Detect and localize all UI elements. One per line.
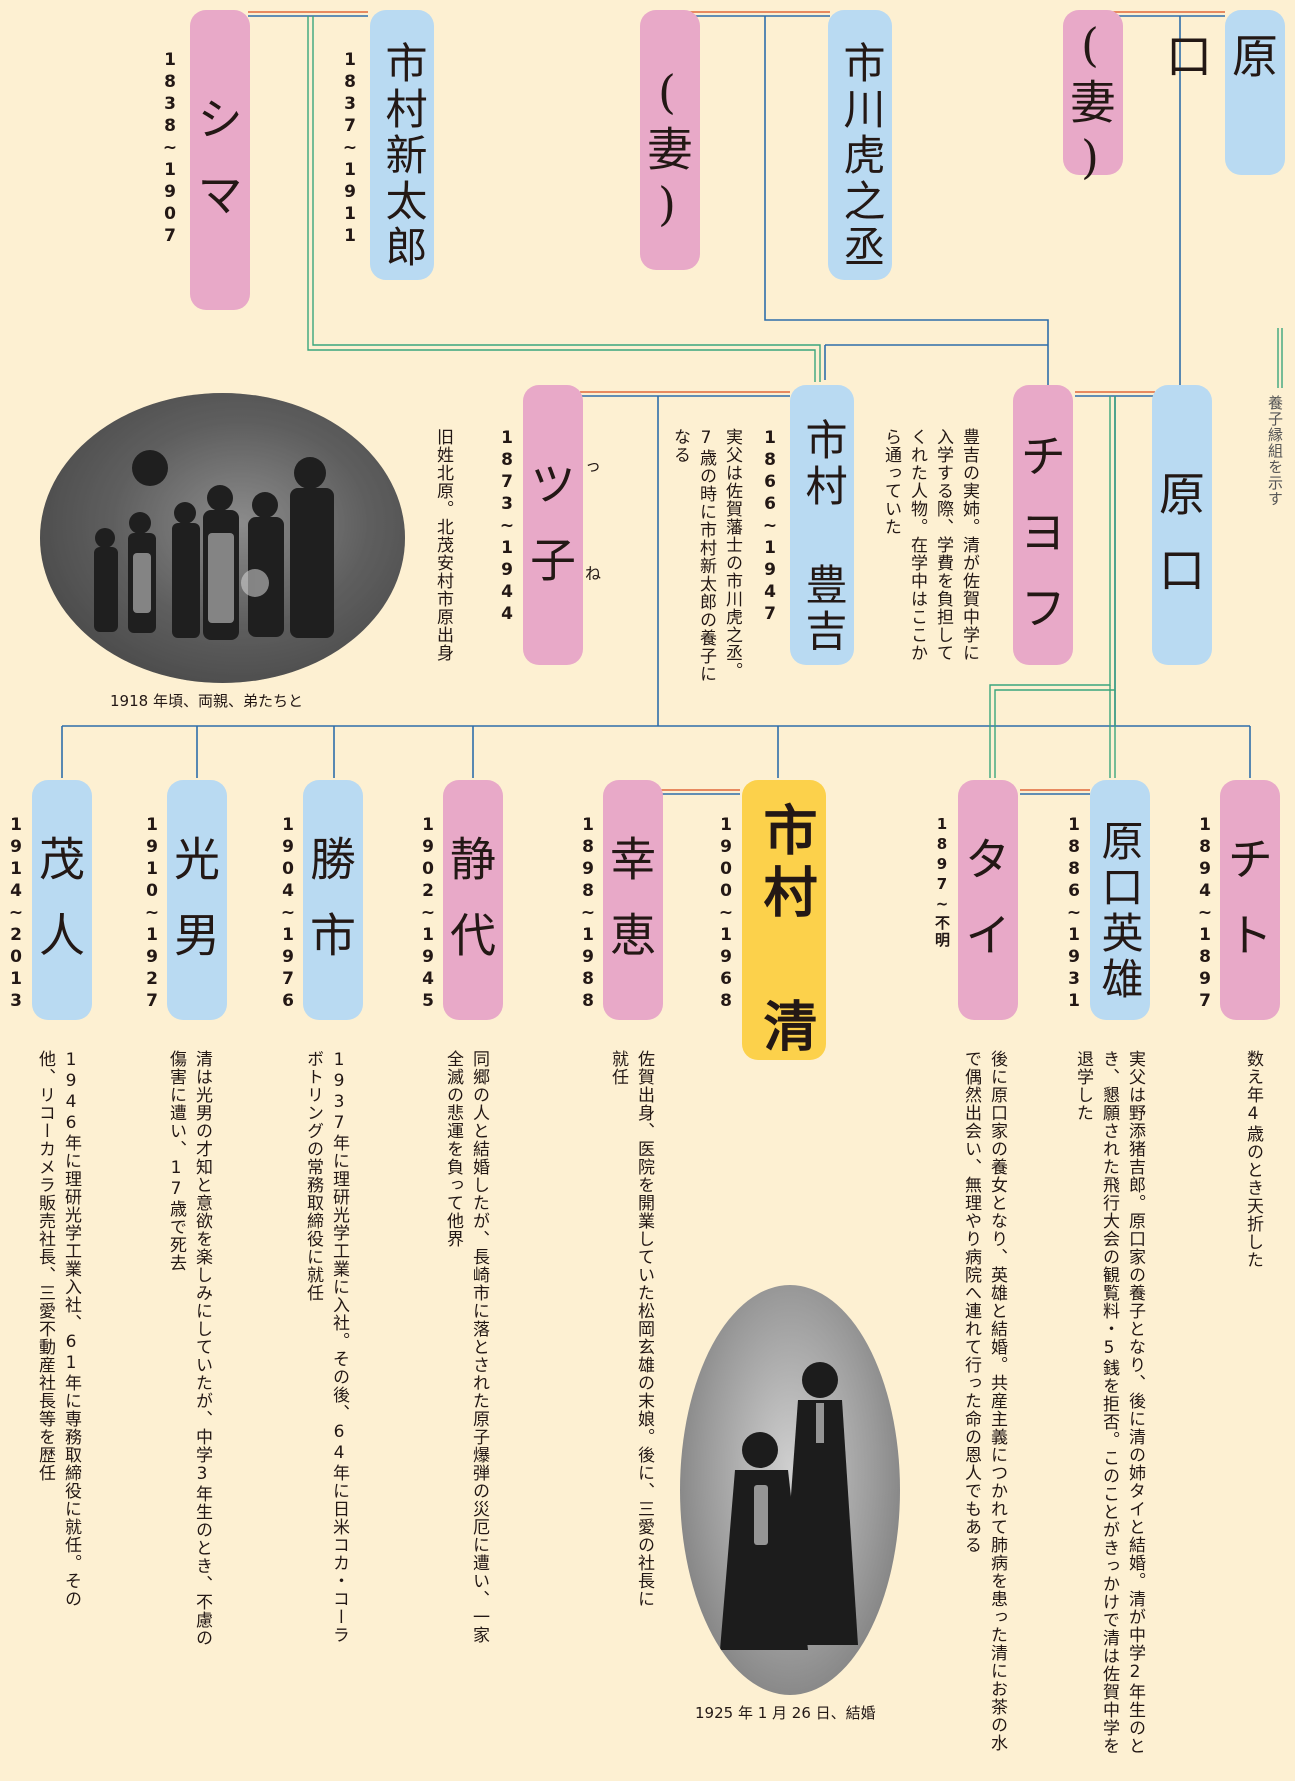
person-shigeto: 茂人	[32, 780, 92, 1020]
person-name: (妻)	[640, 65, 694, 237]
person-name: タイ	[958, 835, 1012, 987]
person-tai: タイ	[958, 780, 1018, 1020]
legend-label: 養子縁組を示す	[1266, 395, 1284, 507]
person-name: 光男	[167, 835, 221, 987]
person-shizuyo: 静代	[443, 780, 503, 1020]
person-toranojo: 市川虎之丞	[828, 10, 892, 280]
person-dates: 1902~1945	[418, 815, 438, 1013]
person-dates: 1886~1931	[1064, 815, 1084, 1013]
person-dates: 1873~1944	[497, 428, 517, 626]
person-haraguchi-1: 原口	[1159, 10, 1285, 175]
person-kiyoshi: 市村 清	[742, 780, 826, 1060]
person-dates: 1894~1897	[1195, 815, 1215, 1013]
person-name: 勝市	[303, 835, 357, 987]
person-dates: 1900~1968	[716, 815, 736, 1013]
person-mitsuo: 光男	[167, 780, 227, 1020]
family-photo-caption: 1918 年頃、両親、弟たちと	[110, 692, 303, 710]
person-chito: チト	[1220, 780, 1280, 1020]
person-name: 茂人	[32, 835, 86, 987]
person-note: 1937年に理研光学工業に入社。その後、64年に日米コカ・コーラボトリングの常務…	[303, 1050, 349, 1644]
person-note: 後に原口家の養女となり、英雄と結婚。共産主義につかれて肺病を患った清にお茶の水で…	[961, 1050, 1007, 1752]
person-name: シマ	[190, 95, 244, 247]
person-wife-1: (妻)	[640, 10, 700, 270]
wedding-photo-figures	[720, 1362, 858, 1650]
person-shintaro: 市村新太郎	[370, 10, 434, 280]
family-photo-figures	[40, 393, 405, 683]
person-shima: シマ	[190, 10, 250, 310]
person-name: 市村 豊吉	[799, 417, 848, 655]
person-note: 1946年に理研光学工業入社、61年に専務取締役に就任。その他、リコーカメラ販売…	[35, 1050, 81, 1608]
person-note: 同郷の人と結婚したが、長崎市に落とされた原子爆弾の災厄に遭い、一家全滅の悲運を負…	[443, 1050, 489, 1644]
person-dates: 1910~1927	[142, 815, 162, 1013]
person-note: 旧姓北原。北茂安村市原出身	[433, 428, 453, 662]
person-tsune: ツ子	[523, 385, 583, 665]
person-yukie: 幸恵	[603, 780, 663, 1020]
person-name: 原口英雄	[1095, 819, 1144, 1003]
person-chiyofu: チヨフ	[1013, 385, 1073, 665]
person-hideo: 原口英雄	[1090, 780, 1150, 1020]
person-name: チト	[1220, 835, 1274, 987]
family-photo-1918	[40, 393, 405, 683]
person-name: ツ子	[523, 460, 577, 612]
ruby-ne: ね	[585, 564, 602, 583]
person-name: 市村 清	[754, 802, 818, 1060]
person-name: 幸恵	[603, 835, 657, 987]
person-haraguchi-2: 原口	[1152, 385, 1212, 665]
wedding-photo-1925	[680, 1285, 900, 1695]
person-dates: 1838~1907	[160, 50, 180, 248]
person-wife-2: (妻)	[1063, 10, 1123, 190]
person-katsuichi: 勝市	[303, 780, 363, 1020]
person-dates: 1866~1947	[760, 428, 780, 626]
person-note: 豊吉の実姉。清が佐賀中学に入学する際、学費を負担してくれた人物。在学中はここから…	[881, 428, 979, 662]
ruby-tsu: っ	[585, 456, 602, 475]
person-note: 実父は野添猪吉郎。原口家の養子となり、後に清の姉タイと結婚。清が中学2年生のとき…	[1073, 1050, 1145, 1755]
wedding-photo-caption: 1925 年 1 月 26 日、結婚	[695, 1704, 876, 1722]
person-dates: 1837~1911	[340, 50, 360, 248]
person-note: 数え年4歳のとき天折した	[1243, 1050, 1263, 1269]
person-dates: 1914~2013	[6, 815, 26, 1013]
person-name: 原口	[1159, 32, 1279, 108]
person-name: 原口	[1152, 470, 1206, 622]
person-name: 市村新太郎	[379, 41, 428, 271]
person-note: 清は光男の才知と意欲を楽しみにしていたが、中学3年生のとき、不慮の傷害に遭い、1…	[166, 1050, 212, 1647]
person-note: 実父は佐賀藩士の市川虎之丞。7歳の時に市村新太郎の養子になる	[670, 428, 742, 683]
person-dates: 1904~1976	[278, 815, 298, 1013]
person-dates: 1898~1988	[578, 815, 598, 1013]
person-note: 佐賀出身、医院を開業していた松岡玄雄の末娘。後に、三愛の社長に就任	[608, 1050, 654, 1608]
person-dates: 1897~不明	[933, 815, 951, 949]
person-name: (妻)	[1063, 17, 1117, 190]
person-toyokichi: 市村 豊吉	[790, 385, 854, 665]
person-name: 静代	[443, 835, 497, 987]
person-name: 市川虎之丞	[837, 41, 886, 271]
person-name: チヨフ	[1013, 432, 1067, 660]
